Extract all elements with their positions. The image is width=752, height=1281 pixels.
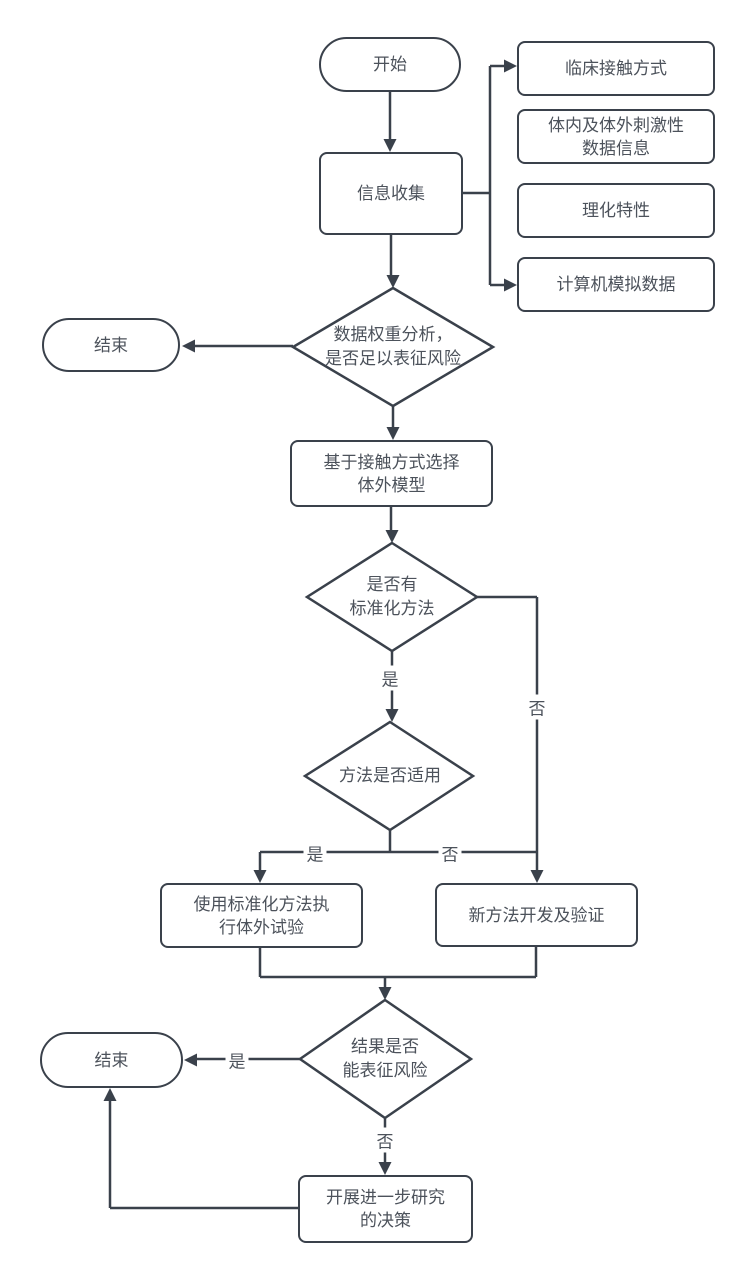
decision-method-applicable-shape bbox=[302, 720, 476, 832]
edge-label-applicable-yes: 是 bbox=[303, 840, 327, 866]
node-select-model: 基于接触方式选择 体外模型 bbox=[290, 440, 493, 507]
edge-merge-to-result bbox=[258, 947, 538, 988]
arrowhead-right-icon bbox=[504, 59, 517, 73]
arrowhead-left-icon bbox=[182, 339, 195, 353]
edge-lines bbox=[108, 64, 539, 1210]
arrowheads bbox=[103, 59, 544, 1175]
arrowhead-left-icon bbox=[184, 1053, 197, 1067]
arrowhead-down-icon bbox=[530, 870, 544, 883]
edge-label-std-yes: 是 bbox=[378, 665, 402, 691]
edge-label-std-no: 否 bbox=[525, 694, 549, 720]
decision-weight-of-evidence-label: 数据权重分析， 是否足以表征风险 bbox=[325, 325, 461, 368]
arrowhead-down-icon bbox=[378, 1162, 392, 1175]
node-start: 开始 bbox=[319, 37, 461, 92]
edge-applicable-branches bbox=[258, 830, 537, 871]
edge-label-result-yes: 是 bbox=[225, 1047, 249, 1073]
node-physicochemical: 理化特性 bbox=[517, 183, 715, 238]
node-end-2: 结束 bbox=[40, 1032, 183, 1088]
node-computer-simulation: 计算机模拟数据 bbox=[517, 257, 715, 312]
decision-shapes bbox=[290, 286, 496, 1120]
node-info-collection: 信息收集 bbox=[319, 152, 463, 235]
node-further-research: 开展进一步研究 的决策 bbox=[298, 1175, 473, 1243]
arrowhead-down-icon bbox=[386, 275, 400, 288]
decision-weight-of-evidence-shape bbox=[290, 286, 496, 408]
arrowhead-right-icon bbox=[504, 278, 517, 292]
arrowhead-down-icon bbox=[385, 530, 399, 543]
arrowhead-down-icon bbox=[253, 870, 267, 883]
node-clinical-contact: 临床接触方式 bbox=[517, 41, 715, 96]
decision-standardized-method-label: 是否有 标准化方法 bbox=[349, 575, 435, 618]
edge-std-no bbox=[477, 595, 539, 871]
edge-info-to-data-sources bbox=[463, 64, 505, 287]
arrowhead-up-icon bbox=[103, 1088, 117, 1101]
edge-label-result-no: 否 bbox=[373, 1127, 397, 1153]
edge-label-applicable-no: 否 bbox=[438, 840, 462, 866]
edge-further-to-end2 bbox=[108, 1100, 298, 1210]
arrowhead-down-icon bbox=[378, 987, 392, 1000]
arrowhead-down-icon bbox=[386, 427, 400, 440]
node-end-1: 结束 bbox=[42, 318, 180, 372]
decision-method-applicable-label: 方法是否适用 bbox=[339, 766, 441, 785]
decision-result-characterize-label: 结果是否 能表征风险 bbox=[342, 1037, 428, 1080]
decision-result-characterize-shape bbox=[297, 998, 474, 1120]
node-use-standard-method: 使用标准化方法执 行体外试验 bbox=[160, 883, 363, 948]
node-new-method-development: 新方法开发及验证 bbox=[435, 883, 638, 947]
decision-standardized-method-shape bbox=[304, 541, 480, 653]
arrowhead-down-icon bbox=[385, 709, 399, 722]
arrowhead-down-icon bbox=[383, 139, 397, 152]
node-in-vivo-in-vitro-data: 体内及体外刺激性 数据信息 bbox=[517, 109, 715, 164]
